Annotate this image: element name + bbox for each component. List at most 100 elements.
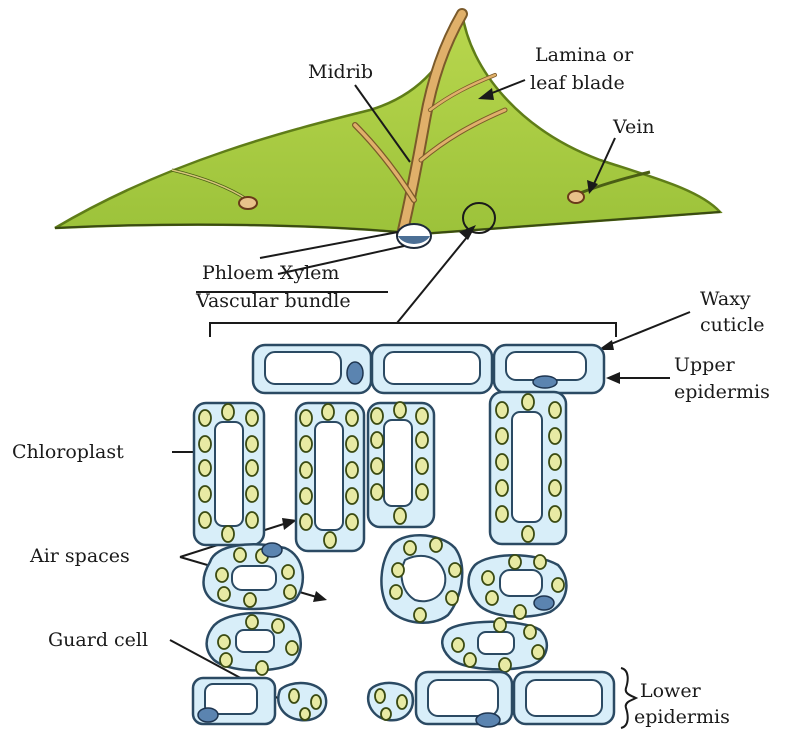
lower-epidermis-label-line2: epidermis (634, 706, 730, 728)
chloroplast (218, 635, 230, 649)
chloroplast (199, 436, 211, 452)
chloroplast (346, 410, 358, 426)
chloroplast (220, 653, 232, 667)
chloroplast (256, 661, 268, 675)
vacuole (265, 352, 341, 384)
chloroplast (416, 458, 428, 474)
phloem-xylem-label: Phloem Xylem (202, 262, 339, 284)
nucleus (198, 708, 218, 722)
nucleus (476, 713, 500, 727)
vacuole (384, 352, 480, 384)
chloroplast (199, 460, 211, 476)
chloroplast (371, 432, 383, 448)
chloroplast (322, 404, 334, 420)
upper-epidermis-label-line1: Upper (674, 354, 735, 376)
chloroplast (414, 608, 426, 622)
waxy-cuticle-label-line2: cuticle (700, 314, 765, 336)
chloroplast (300, 410, 312, 426)
chloroplast (452, 638, 464, 652)
chloroplast (392, 563, 404, 577)
chloroplast (346, 436, 358, 452)
lower-epidermis-label-line1: Lower (640, 680, 701, 702)
chloroplast (222, 526, 234, 542)
cell-layers (193, 345, 614, 727)
waxy-cuticle-label-line1: Waxy (700, 288, 751, 310)
vacuole (478, 632, 514, 654)
chloroplast (246, 410, 258, 426)
chloroplast (486, 591, 498, 605)
chloroplast (446, 591, 458, 605)
chloroplast (552, 578, 564, 592)
nucleus (534, 596, 554, 610)
air-spaces-label: Air spaces (30, 545, 130, 567)
chloroplast (394, 508, 406, 524)
vacuole (215, 422, 243, 526)
vacuole (500, 570, 542, 596)
vacuole (512, 412, 542, 522)
chloroplast (216, 568, 228, 582)
chloroplast (404, 541, 416, 555)
chloroplast (397, 695, 407, 709)
chloroplast (300, 488, 312, 504)
chloroplast (234, 548, 246, 562)
chloroplast (464, 653, 476, 667)
nucleus (533, 376, 557, 388)
chloroplast (324, 532, 336, 548)
chloroplast (371, 484, 383, 500)
chloroplast (496, 454, 508, 470)
vacuole (428, 680, 498, 716)
chloroplast (381, 708, 391, 720)
nucleus (347, 362, 363, 384)
chloroplast (394, 402, 406, 418)
chloroplast (532, 645, 544, 659)
chloroplast (286, 641, 298, 655)
chloroplast (549, 402, 561, 418)
chloroplast (494, 618, 506, 632)
lamina-label-line2: leaf blade (530, 72, 625, 94)
chloroplast (522, 526, 534, 542)
vacuole (384, 420, 412, 506)
chloroplast (346, 514, 358, 530)
chloroplast (416, 432, 428, 448)
chloroplast (524, 625, 536, 639)
chloroplast (371, 408, 383, 424)
chloroplast (416, 484, 428, 500)
chloroplast (549, 480, 561, 496)
chloroplast (199, 410, 211, 426)
nucleus (262, 543, 282, 557)
chloroplast (499, 658, 511, 672)
chloroplast (534, 555, 546, 569)
chloroplast (346, 462, 358, 478)
chloroplast (549, 428, 561, 444)
chloroplast (514, 605, 526, 619)
chloroplast (390, 585, 402, 599)
vacuole (315, 422, 343, 530)
chloroplast (222, 404, 234, 420)
chloroplast (311, 695, 321, 709)
chloroplast (199, 512, 211, 528)
vacuole (402, 556, 446, 601)
chloroplast (375, 689, 385, 703)
chloroplast (244, 593, 256, 607)
vacuole (232, 566, 276, 590)
chloroplast (300, 708, 310, 720)
chloroplast (246, 512, 258, 528)
chloroplast (482, 571, 494, 585)
chloroplast (496, 402, 508, 418)
midrib-label: Midrib (308, 61, 373, 83)
chloroplast (246, 615, 258, 629)
chloroplast (549, 454, 561, 470)
chloroplast (199, 486, 211, 502)
chloroplast (300, 462, 312, 478)
chloroplast (416, 408, 428, 424)
chloroplast (430, 538, 442, 552)
chloroplast (449, 563, 461, 577)
chloroplast (246, 486, 258, 502)
chloroplast (496, 506, 508, 522)
chloroplast-label: Chloroplast (12, 441, 124, 463)
lamina-label-line1: Lamina or (535, 44, 633, 66)
chloroplast (509, 555, 521, 569)
chloroplast (496, 480, 508, 496)
vascular-bundle-label: Vascular bundle (196, 290, 351, 312)
